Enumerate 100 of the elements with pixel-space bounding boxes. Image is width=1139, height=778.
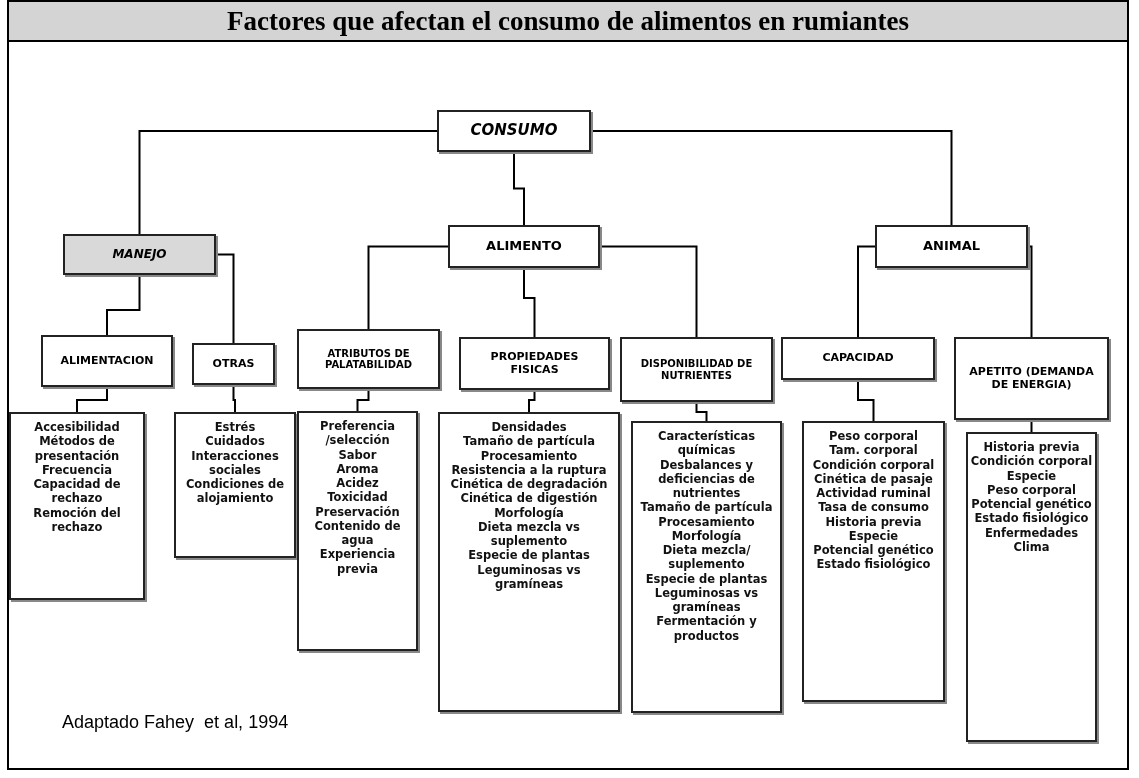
connector-line bbox=[356, 388, 370, 412]
category-box bbox=[63, 234, 216, 275]
list-item: Cuidados bbox=[205, 434, 265, 449]
list-item: Accesibilidad bbox=[34, 420, 120, 435]
list-item: Clima bbox=[1013, 539, 1050, 554]
title: Factores que afectan el consumo de alimentos en rumiantes bbox=[227, 5, 909, 37]
list-item: Especie bbox=[848, 528, 899, 543]
connector-line bbox=[857, 245, 876, 338]
node-label: CAPACIDAD bbox=[822, 352, 894, 365]
list-item: Procesamiento bbox=[480, 448, 578, 463]
list-item: Especie de plantas bbox=[468, 548, 590, 563]
list-item: Resistencia a la ruptura bbox=[451, 462, 607, 477]
list-item: Preservación bbox=[315, 504, 400, 519]
connector-line bbox=[1027, 245, 1033, 338]
list-item: Leguminosas vs gramíneas bbox=[654, 585, 759, 615]
list-item: Historia previa bbox=[825, 514, 922, 529]
list-item: Enfermedades bbox=[984, 525, 1079, 540]
connector-line bbox=[215, 253, 235, 344]
list-item: Cinética de digestión bbox=[460, 491, 598, 506]
list-item: Tamaño de partícula bbox=[640, 500, 773, 515]
connector-line bbox=[590, 130, 953, 226]
category-box bbox=[954, 337, 1109, 420]
list-box bbox=[438, 412, 620, 712]
category-box bbox=[448, 225, 600, 268]
list-item: Fermentación y productos bbox=[655, 614, 758, 643]
list-item: Características químicas bbox=[656, 429, 757, 458]
list-item: Especie de plantas bbox=[645, 571, 768, 586]
node-label: DISPONIBILIDAD DE NUTRIENTES bbox=[639, 358, 754, 381]
list-item: Procesamiento bbox=[658, 514, 755, 529]
category-box bbox=[875, 225, 1028, 268]
list-item: Tam. corporal bbox=[829, 443, 918, 458]
list-box bbox=[631, 421, 782, 713]
list-item: Dieta mezcla vs suplemento bbox=[477, 519, 581, 549]
node-label: MANEJO bbox=[112, 247, 167, 262]
node-label: ALIMENTO bbox=[486, 239, 562, 254]
list-box bbox=[966, 432, 1097, 742]
list-item: Capacidad de rechazo bbox=[32, 477, 122, 506]
list-item: Tasa de consumo bbox=[818, 500, 929, 515]
list-item: Experiencia previa bbox=[318, 547, 397, 576]
list-item: Métodos de presentación bbox=[33, 434, 121, 463]
connector-line bbox=[857, 379, 875, 422]
node-label: CONSUMO bbox=[470, 122, 558, 140]
list-item: Dieta mezcla/ suplemento bbox=[661, 543, 752, 572]
list-item: Tamaño de partícula bbox=[463, 434, 595, 449]
node-label: ANIMAL bbox=[922, 239, 981, 254]
list-item: Cinética de pasaje bbox=[814, 471, 933, 486]
connector-line bbox=[106, 274, 141, 336]
list-item: Acidez bbox=[336, 476, 379, 491]
list-item: Estado fisiológico bbox=[816, 557, 931, 572]
list-item: Condición corporal bbox=[812, 457, 935, 472]
list-item: Cinética de degradación bbox=[450, 477, 608, 492]
category-box bbox=[459, 337, 610, 390]
list-item: Potencial genético bbox=[813, 543, 934, 558]
node-label: ATRIBUTOS DE PALATABILIDAD bbox=[323, 347, 413, 371]
list-item: Morfología bbox=[671, 528, 742, 543]
source-note: Adaptado Fahey et al, 1994 bbox=[62, 712, 289, 733]
category-box bbox=[41, 335, 173, 387]
list-item: Morfología bbox=[494, 505, 564, 520]
list-item: Desbalances y deficiencias de nutrientes bbox=[657, 457, 756, 501]
connector-line bbox=[513, 151, 525, 226]
list-item: Aroma bbox=[336, 461, 379, 476]
connector-line bbox=[138, 130, 438, 235]
connector-line bbox=[367, 245, 449, 330]
list-box bbox=[174, 412, 296, 558]
list-item: Densidades bbox=[491, 420, 567, 435]
node-label: PROPIEDADES FISICAS bbox=[489, 350, 580, 377]
node-label: APETITO (DEMANDA DE ENERGIA) bbox=[968, 365, 1095, 392]
list-item: Historia previa bbox=[983, 440, 1080, 455]
list-box bbox=[9, 412, 145, 600]
list-item: Toxicidad bbox=[327, 490, 388, 505]
list-item: Condición corporal bbox=[970, 454, 1093, 469]
connector-line bbox=[76, 386, 108, 413]
list-item: Potencial genético bbox=[971, 497, 1092, 512]
category-box bbox=[620, 337, 773, 402]
node-label: ALIMENTACION bbox=[60, 354, 154, 368]
connector-line bbox=[232, 384, 236, 413]
category-box bbox=[437, 110, 591, 152]
list-item: Frecuencia bbox=[41, 462, 113, 477]
connector-line bbox=[695, 401, 708, 422]
list-item: Interacciones sociales bbox=[190, 448, 280, 477]
list-box bbox=[802, 421, 945, 702]
category-box bbox=[781, 337, 935, 380]
list-item: Remoción del rechazo bbox=[32, 505, 122, 534]
list-box bbox=[297, 411, 418, 651]
list-item: Peso corporal bbox=[829, 429, 918, 444]
list-item: Preferencia /selección bbox=[319, 419, 396, 448]
category-box bbox=[192, 343, 275, 385]
list-item: Condiciones de alojamiento bbox=[184, 477, 286, 506]
list-item: Estado fisiológico bbox=[974, 511, 1089, 526]
connector-line bbox=[528, 389, 536, 413]
list-item: Estrés bbox=[214, 420, 256, 435]
list-item: Contenido de agua bbox=[313, 518, 402, 548]
list-item: Sabor bbox=[338, 447, 377, 462]
list-item: Peso corporal bbox=[987, 482, 1076, 497]
connector-line bbox=[599, 245, 698, 338]
list-item: Actividad ruminal bbox=[816, 486, 931, 501]
category-box bbox=[297, 329, 440, 389]
node-label: OTRAS bbox=[212, 357, 255, 371]
list-item: Especie bbox=[1006, 468, 1057, 483]
list-item: Leguminosas vs gramíneas bbox=[476, 562, 582, 591]
